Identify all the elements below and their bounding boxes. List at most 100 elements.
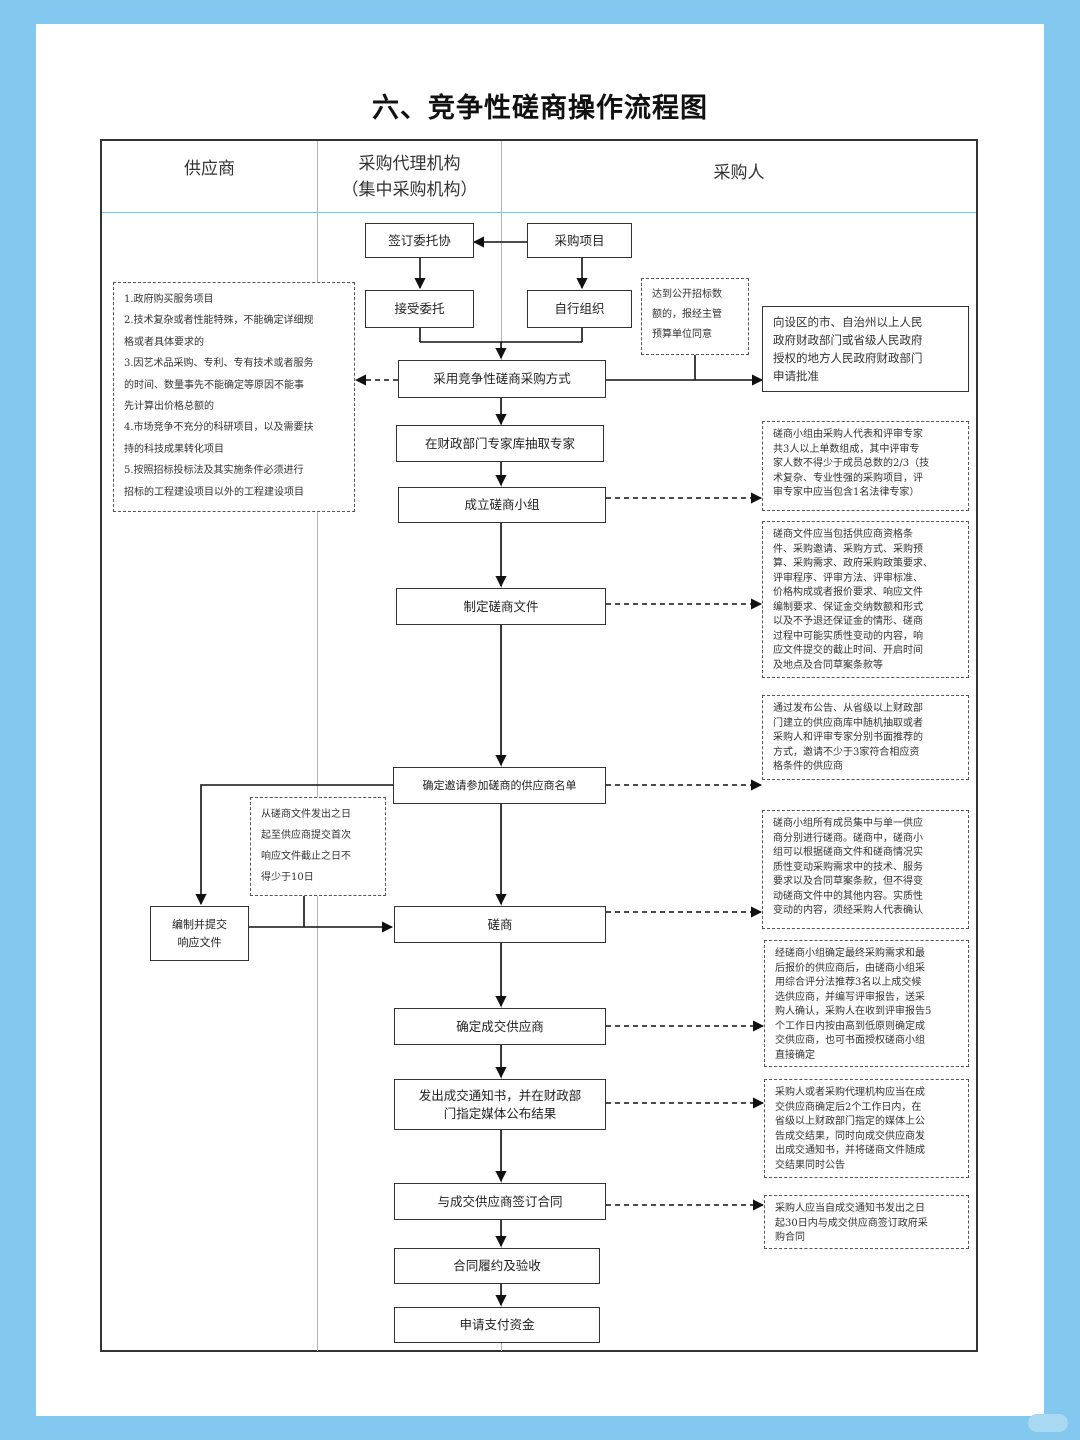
note-line: 4.市场竞争不充分的科研项目，以及需要扶 [124, 422, 314, 434]
note-line: 达到公开招标数 [652, 289, 722, 300]
note-line: 经磋商小组确定最终采购需求和最 [775, 948, 925, 959]
note-line: 预算单位同意 [652, 329, 712, 340]
note-line: 通过发布公告、从省级以上财政部 [773, 703, 923, 714]
note-line: 向设区的市、自治州以上人民 [773, 315, 923, 329]
note-line: 得少于10日 [261, 872, 314, 883]
note-line: 格条件的供应商 [773, 761, 843, 772]
step-sign-entrust: 签订委托协 [365, 223, 474, 258]
note-line: 1.政府购买服务项目 [124, 294, 214, 305]
note-line: 申请批准 [773, 369, 819, 383]
note-line: 编制要求、保证金交纳数额和形式 [773, 601, 923, 613]
watermark-badge [1028, 1414, 1068, 1432]
note-line: 磋商小组由采购人代表和评审专家 [773, 429, 923, 440]
note-line: 磋商小组所有成员集中与单一供应 [773, 818, 923, 829]
step-notify-line2: 门指定媒体公布结果 [443, 1105, 557, 1121]
note-line: 选供应商，并编写评审报告，送采 [775, 991, 925, 1003]
page-title: 六、竞争性磋商操作流程图 [372, 93, 708, 124]
note-line: 授权的地方人民政府财政部门 [773, 351, 923, 365]
lane-header-agency: 采购代理机构 （集中采购机构） [318, 151, 501, 203]
note-line: 方式，邀请不少于3家符合相应资 [773, 746, 920, 758]
note-line: 购人确认，采购人在收到评审报告5 [775, 1006, 932, 1017]
note-line: 共3人以上单数组成，其中评审专 [773, 443, 920, 455]
note-line: 交结果同时公告 [775, 1159, 845, 1171]
note-line: 2.技术复杂或者性能特殊，不能确定详细规 [124, 315, 314, 327]
note-line: 交供应商确定后2个工作日内，在 [775, 1101, 922, 1113]
step-form-group: 成立磋商小组 [398, 487, 606, 523]
step-negotiate: 磋商 [394, 906, 606, 943]
note-line: 质性变动采购需求中的技术、服务 [773, 861, 923, 873]
step-self-organize: 自行组织 [527, 290, 632, 328]
note-line: 招标的工程建设项目以外的工程建设项目 [124, 486, 304, 498]
note-line: 出成交通知书，并将磋商文件随成 [775, 1145, 925, 1156]
note-approval: 向设区的市、自治州以上人民 政府财政部门或省级人民政府 授权的地方人民政府财政部… [762, 306, 969, 392]
note-line: 评审程序、评审方法、评审标准、 [773, 572, 923, 584]
note-line: 以及不予退还保证金的情形、磋商 [773, 616, 923, 627]
note-line: 格或者具体要求的 [124, 336, 204, 348]
note-doc-contents: 磋商文件应当包括供应商资格条 件、采购邀请、采购方式、采购预 算、采购需求、政府… [762, 521, 969, 678]
step-prepare-response: 编制并提交 响应文件 [150, 906, 249, 961]
note-line: 购合同 [775, 1232, 805, 1243]
note-line: 3.因艺术品采购、专利、专有技术或者服务 [124, 358, 314, 370]
step-apply-payment: 申请支付资金 [394, 1307, 600, 1343]
step-prepare-response-line2: 响应文件 [177, 935, 222, 949]
step-decide-supplier: 确定成交供应商 [394, 1008, 606, 1045]
note-response-deadline: 从磋商文件发出之日 起至供应商提交首次 响应文件截止之日不 得少于10日 [250, 797, 386, 896]
note-negotiation-rules: 磋商小组所有成员集中与单一供应 商分别进行磋商。磋商中，磋商小 组可以根据磋商文… [762, 810, 969, 929]
note-line: 商分别进行磋商。磋商中，磋商小 [773, 832, 923, 844]
note-line: 政府财政部门或省级人民政府 [773, 333, 923, 347]
note-line: 5.按照招标投标法及其实施条件必须进行 [124, 465, 304, 477]
note-line: 变动的内容，须经采购人代表确认 [773, 905, 923, 916]
note-line: 后报价的供应商后，由磋商小组采 [775, 962, 925, 974]
note-line: 组可以根据磋商文件和磋商情况实 [773, 847, 923, 858]
note-decision-rules: 经磋商小组确定最终采购需求和最 后报价的供应商后，由磋商小组采 用综合评分法推荐… [764, 940, 969, 1067]
note-line: 家人数不得少于成员总数的2/3（技 [773, 458, 930, 469]
note-threshold: 达到公开招标数 额的，报经主管 预算单位同意 [641, 278, 749, 355]
note-line: 的时间、数量事先不能确定等原因不能事 [124, 379, 304, 391]
note-line: 算、采购需求、政府采购政策要求、 [773, 558, 933, 569]
note-publish-rules: 采购人或者采购代理机构应当在成 交供应商确定后2个工作日内，在 省级以上财政部门… [764, 1079, 969, 1178]
step-sign-contract: 与成交供应商签订合同 [394, 1183, 606, 1220]
arrow-list-to-supplier [195, 784, 393, 906]
note-group-composition: 磋商小组由采购人代表和评审专家 共3人以上单数组成，其中评审专 家人数不得少于成… [762, 421, 969, 511]
note-line: 起至供应商提交首次 [261, 830, 351, 841]
lane-header-agency-line1: 采购代理机构 [358, 154, 461, 174]
note-line: 术复杂、专业性强的采购项目，评 [773, 472, 923, 484]
note-line: 采购人应当自成交通知书发出之日 [775, 1203, 925, 1214]
note-line: 要求以及合同草案条款，但不得变 [773, 876, 923, 887]
note-contract-deadline: 采购人应当自成交通知书发出之日 起30日内与成交供应商签订政府采 购合同 [764, 1195, 969, 1249]
step-notify-publish: 发出成交通知书，并在财政部 门指定媒体公布结果 [394, 1079, 606, 1130]
step-accept-entrust: 接受委托 [365, 290, 474, 328]
step-extract-experts: 在财政部门专家库抽取专家 [396, 425, 604, 462]
note-line: 先计算出价格总额的 [124, 401, 214, 413]
step-perform-accept: 合同履约及验收 [394, 1248, 600, 1284]
note-line: 省级以上财政部门指定的媒体上公 [775, 1116, 925, 1127]
note-line: 起30日内与成交供应商签订政府采 [775, 1217, 928, 1229]
note-line: 门建立的供应商库中随机抽取或者 [773, 717, 923, 729]
step-notify-line1: 发出成交通知书，并在财政部 [418, 1087, 582, 1103]
note-line: 过程中可能实质性变动的内容，响 [773, 630, 923, 642]
lane-header-purchaser: 采购人 [713, 163, 765, 183]
lane-divider-supplier-agency [317, 141, 318, 1351]
flowchart-frame [100, 139, 978, 1352]
note-line: 件、采购邀请、采购方式、采购预 [773, 543, 923, 555]
note-line: 及地点及合同草案条款等 [773, 659, 883, 671]
note-line: 持的科技成果转化项目 [124, 443, 224, 455]
note-line: 交供应商，也可书面授权磋商小组 [775, 1035, 925, 1046]
step-supplier-list: 确定邀请参加磋商的供应商名单 [393, 767, 606, 804]
note-line: 响应文件截止之日不 [261, 851, 351, 862]
note-line: 应文件提交的截止时间、开启时间 [773, 645, 923, 656]
step-prepare-response-line1: 编制并提交 [172, 917, 227, 931]
note-line: 告成交结果，同时向成交供应商发 [775, 1130, 925, 1142]
note-line: 价格构成或者报价要求、响应文件 [773, 587, 923, 598]
lane-header-supplier: 供应商 [184, 159, 235, 179]
note-line: 个工作日内按由高到低原则确定成 [775, 1020, 925, 1032]
note-invite-method: 通过发布公告、从省级以上财政部 门建立的供应商库中随机抽取或者 采购人和评审专家… [762, 695, 969, 780]
lane-header-divider [102, 212, 976, 213]
step-make-docs: 制定磋商文件 [396, 588, 606, 625]
note-line: 直接确定 [775, 1049, 815, 1061]
note-line: 采购人或者采购代理机构应当在成 [775, 1087, 925, 1098]
note-line: 磋商文件应当包括供应商资格条 [773, 529, 913, 540]
step-procure-project: 采购项目 [527, 223, 632, 258]
note-applicable-cases: 1.政府购买服务项目 2.技术复杂或者性能特殊，不能确定详细规 格或者具体要求的… [113, 282, 355, 512]
